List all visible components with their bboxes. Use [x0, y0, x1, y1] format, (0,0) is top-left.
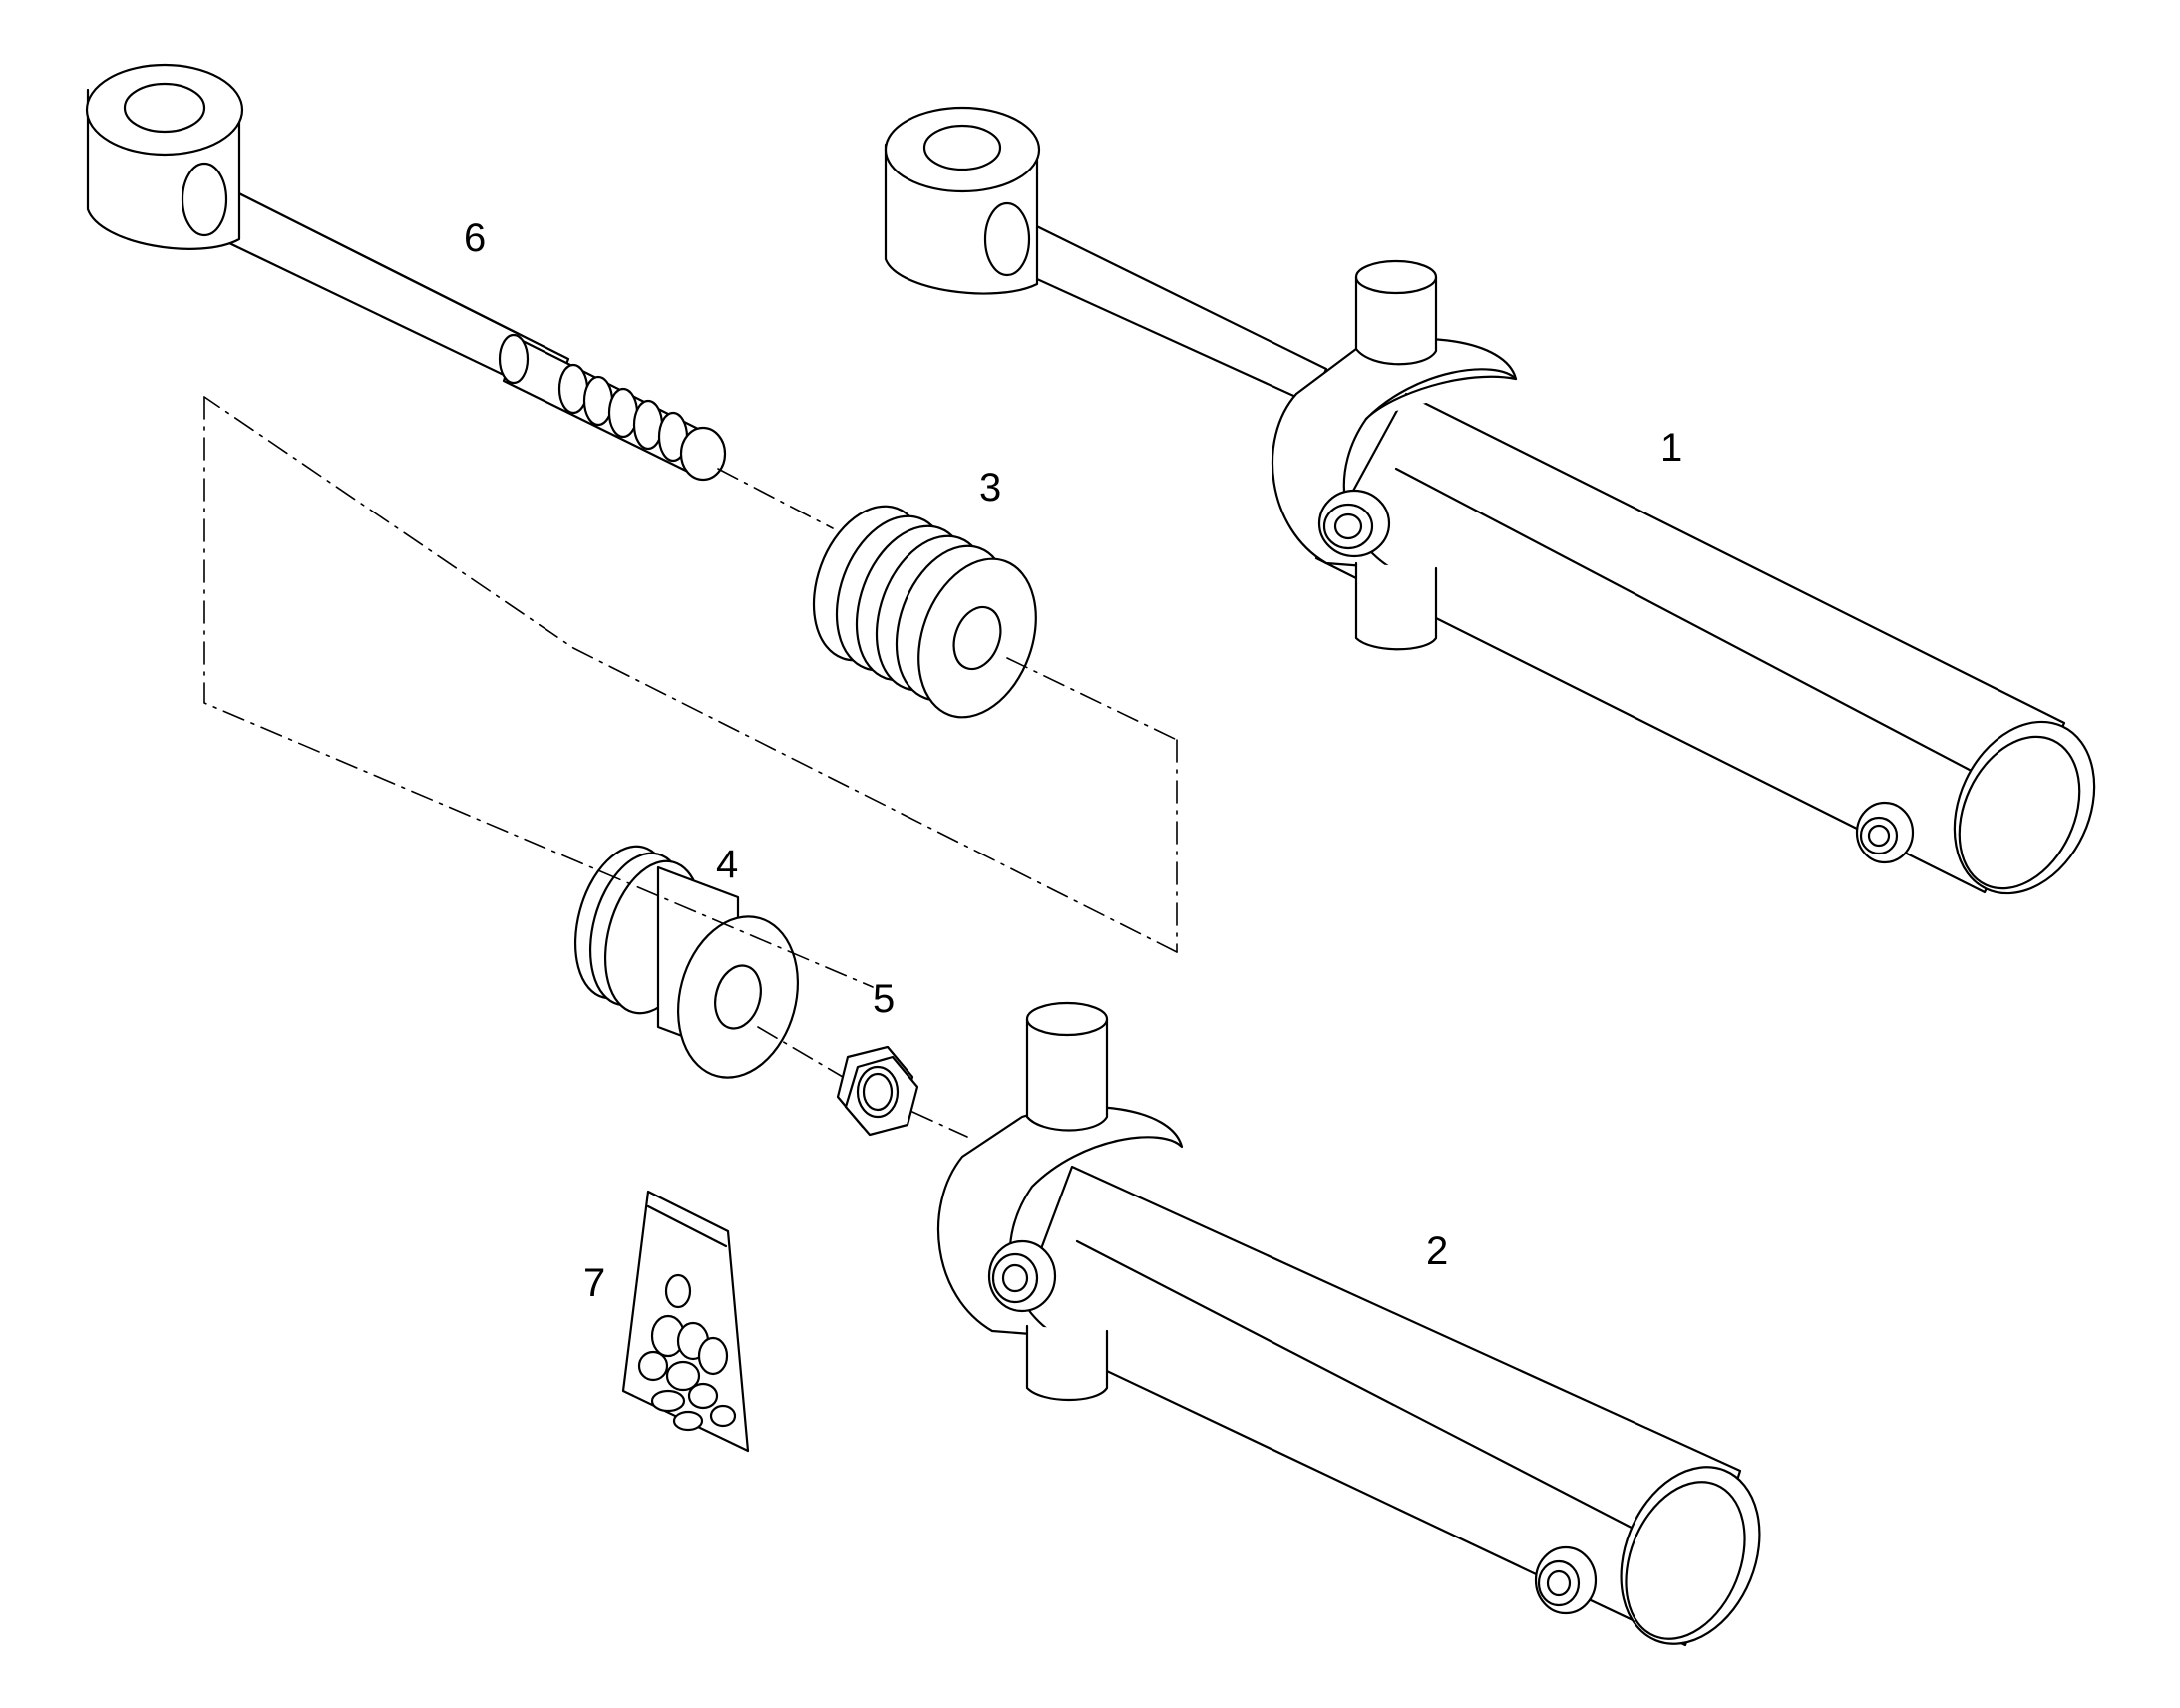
part-5-nut — [838, 1047, 917, 1135]
callout-1: 1 — [1660, 426, 1682, 470]
callout-7: 7 — [583, 1261, 605, 1305]
callout-4: 4 — [716, 843, 738, 886]
assembly-centerlines — [203, 396, 1178, 1138]
callout-2: 2 — [1426, 1229, 1448, 1273]
callout-3: 3 — [979, 466, 1001, 510]
callouts: 6 1 3 4 5 2 7 — [464, 216, 1682, 1305]
part-3-piston — [794, 491, 1057, 734]
part-4-gland — [559, 836, 815, 1091]
part-1-cylinder-assembly — [886, 108, 2121, 916]
part-7-seal-kit-bag — [623, 1192, 748, 1451]
part-6-piston-rod — [87, 65, 725, 480]
part-2-cylinder-barrel — [938, 1003, 1785, 1665]
callout-6: 6 — [464, 216, 486, 260]
callout-5: 5 — [873, 977, 895, 1021]
